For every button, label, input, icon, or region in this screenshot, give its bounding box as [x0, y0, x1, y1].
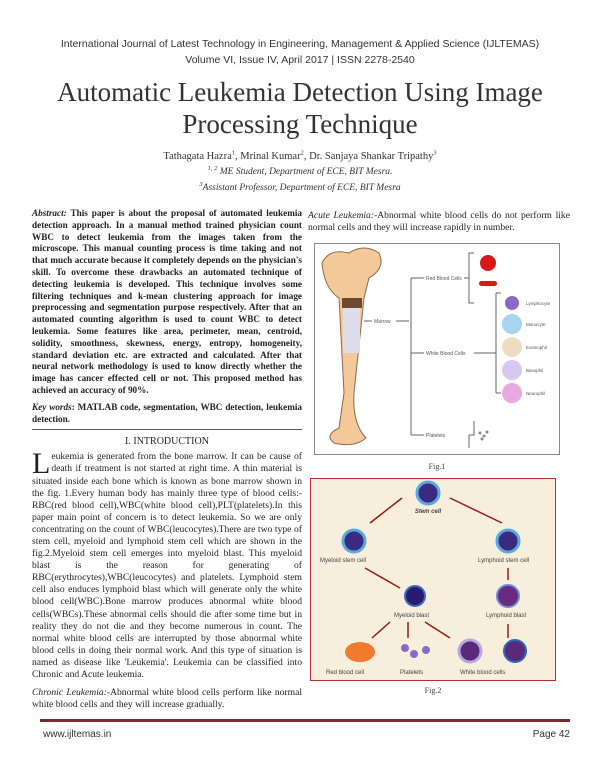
author-sup: 3	[433, 149, 437, 157]
aff-sup: 1, 2	[207, 164, 218, 172]
author: Mrinal Kumar	[240, 151, 301, 162]
cells	[341, 480, 527, 664]
platelets-icon	[478, 430, 489, 441]
author-sup: 2	[300, 149, 304, 157]
label-neutrophil: Neurophil	[526, 391, 545, 396]
marrow-area	[343, 308, 360, 353]
figure-2-stem-cells: Stem cell Myeloid stem cell Lymphoid ste…	[310, 478, 556, 681]
keywords-label: Key words	[32, 401, 72, 412]
label-myeloid-stem: Myeloid stem cell	[320, 558, 366, 564]
label-stem-cell: Stem cell	[415, 509, 442, 515]
rbc-side-icon	[479, 281, 497, 286]
footer-rule	[40, 719, 570, 722]
acute-label: Acute Leukemia:	[308, 210, 375, 221]
lymphocyte-icon	[505, 296, 519, 310]
arrows	[364, 497, 509, 639]
eosinophil-icon	[502, 337, 522, 357]
label-eosinophil: Eosinophil	[526, 345, 547, 350]
label-lymphocyte: Lymphocyte	[526, 301, 551, 306]
authors: Tathagata Hazra1, Mrinal Kumar2, Dr. San…	[163, 149, 437, 162]
drop-cap: L	[32, 447, 51, 481]
acute-leukemia: Acute Leukemia:-Abnormal white blood cel…	[308, 210, 570, 234]
chronic-label: Chronic Leukemia:	[32, 687, 107, 699]
acute-text: -Abnormal white blood cells do not perfo…	[308, 210, 570, 234]
chronic-leukemia: Chronic Leukemia:-Abnormal white blood c…	[32, 687, 302, 711]
label-lymphoid-blast: Lymphoid blast	[486, 613, 526, 619]
intro-body: eukemia is generated from the bone marro…	[32, 451, 302, 681]
affiliation-1: 1, 2 ME Student, Department of ECE, BIT …	[0, 164, 600, 179]
affiliation-2: 3Assistant Professor, Department of ECE,…	[0, 180, 600, 195]
footer: www.ijltemas.in Page 42	[40, 719, 570, 741]
left-column: Abstract: This paper is about the propos…	[32, 208, 302, 711]
connector-lines	[364, 252, 501, 448]
label-myeloid-blast: Myeloid blast	[394, 613, 429, 619]
basophil-icon	[502, 360, 522, 380]
figure-1-caption: Fig.1	[428, 462, 446, 471]
divider	[32, 429, 302, 431]
author: Tathagata Hazra	[163, 151, 232, 162]
section-heading: I. INTRODUCTION	[125, 436, 209, 448]
aff-sup: 3	[199, 180, 203, 188]
neutrophil-icon	[502, 383, 522, 403]
abstract: Abstract: This paper is about the propos…	[32, 208, 302, 397]
label-platelets: Platelets	[400, 670, 423, 676]
journal-name: International Journal of Latest Technolo…	[60, 38, 540, 50]
rbc-icon	[480, 255, 496, 271]
journal-issue: Volume VI, Issue IV, April 2017 | ISSN 2…	[185, 54, 415, 66]
figure-2-caption: Fig.2	[424, 686, 442, 695]
paper-title: Automatic Leukemia Detection Using Image…	[57, 77, 543, 139]
label-basophil: Basophil	[526, 368, 543, 373]
author-sup: 1	[231, 149, 235, 157]
figure-1-bone-marrow: Marrow Red Blood Cells White Blood Cells…	[314, 243, 560, 455]
keywords: Key words: MATLAB code, segmentation, WB…	[32, 402, 302, 426]
label-white-blood-cells: White blood cells	[460, 670, 505, 676]
abstract-label: Abstract:	[32, 208, 67, 218]
label-marrow: Marrow	[374, 319, 391, 325]
label-rbc: Red Blood Cells	[426, 276, 462, 282]
keywords-text: : MATLAB code, segmentation, WBC detecti…	[32, 401, 302, 424]
aff-text: Assistant Professor, Department of ECE, …	[202, 183, 401, 193]
spongy-bone	[342, 298, 362, 308]
label-platelets: Platelets	[426, 433, 446, 439]
page-number: Page 42	[532, 729, 570, 740]
monocyte-icon	[502, 314, 522, 334]
chronic-text: -Abnormal white blood cells perform like…	[32, 687, 302, 711]
label-monocyte: Monocyte	[526, 322, 546, 327]
label-lymphoid-stem: Lymphoid stem cell	[478, 558, 529, 564]
label-red-blood-cell: Red blood cell	[326, 670, 364, 676]
aff-text: ME Student, Department of ECE, BIT Mesra…	[217, 167, 393, 177]
footer-site: www.ijltemas.in	[43, 729, 112, 740]
label-wbc: White Blood Cells	[426, 351, 466, 357]
abstract-text: This paper is about the proposal of auto…	[32, 208, 302, 395]
author: Dr. Sanjaya Shankar Tripathy	[309, 151, 434, 162]
